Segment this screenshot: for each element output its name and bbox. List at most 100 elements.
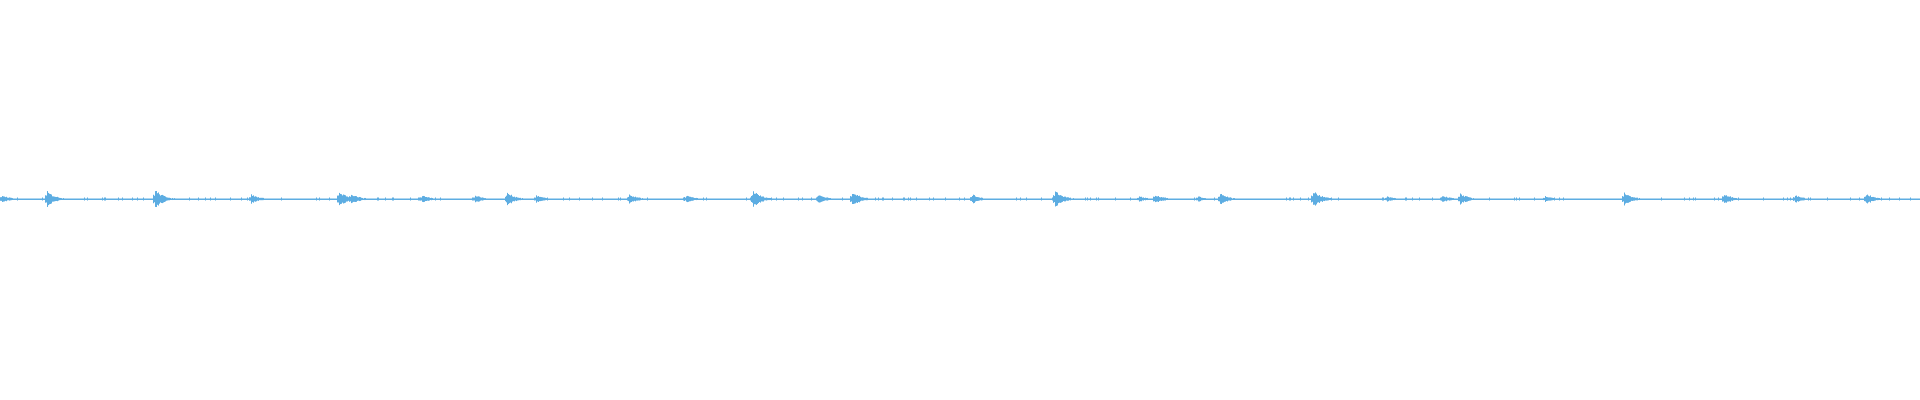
waveform-bar xyxy=(691,197,692,201)
waveform-bar xyxy=(1623,196,1624,202)
waveform-bar xyxy=(1878,197,1879,201)
waveform-bar xyxy=(1218,196,1219,202)
waveform-bar xyxy=(1391,197,1392,201)
waveform-bar xyxy=(770,197,771,201)
waveform-bar xyxy=(1055,191,1056,207)
waveform-bar xyxy=(1231,197,1232,201)
waveform-bar xyxy=(49,193,50,205)
waveform-bar xyxy=(137,197,138,201)
waveform-bar xyxy=(1419,197,1420,201)
waveform-bar xyxy=(1795,195,1796,203)
waveform-bar xyxy=(1728,196,1729,202)
waveform-bar xyxy=(542,197,543,201)
waveform-bar xyxy=(1798,196,1799,202)
waveform-bar xyxy=(757,194,758,204)
waveform-bar xyxy=(1879,198,1880,200)
waveform-bar xyxy=(516,196,517,202)
waveform-bar xyxy=(1060,195,1061,203)
waveform-bar xyxy=(695,198,696,200)
waveform-bar xyxy=(357,197,358,201)
waveform-bar xyxy=(694,197,695,201)
waveform-bar xyxy=(359,196,360,202)
waveform-bar xyxy=(1448,197,1449,201)
waveform-bar xyxy=(1470,197,1471,201)
waveform-bar xyxy=(1550,197,1551,201)
waveform-bar xyxy=(1554,197,1555,201)
waveform-bar xyxy=(4,196,5,202)
waveform-bar xyxy=(1628,195,1629,203)
waveform-bar xyxy=(1552,197,1553,201)
waveform-bar xyxy=(1725,195,1726,203)
waveform-bar xyxy=(48,192,49,206)
waveform-bar xyxy=(933,197,934,201)
waveform-bar xyxy=(1432,197,1433,201)
waveform-bar xyxy=(1877,197,1878,201)
waveform-bar xyxy=(1098,197,1099,201)
waveform-bar xyxy=(829,198,830,200)
waveform-bar xyxy=(440,197,441,201)
waveform-bar xyxy=(693,197,694,201)
waveform-bar xyxy=(84,197,85,201)
waveform-bar xyxy=(342,195,343,203)
waveform-bar xyxy=(690,196,691,202)
waveform-bar xyxy=(543,197,544,201)
waveform-bar xyxy=(1467,196,1468,202)
waveform-bar xyxy=(347,196,348,202)
waveform-bar xyxy=(859,195,860,203)
waveform-bar xyxy=(1227,196,1228,202)
waveform-bar xyxy=(976,196,977,202)
waveform-bar xyxy=(640,197,641,201)
waveform-bar xyxy=(160,195,161,203)
waveform-bar xyxy=(1156,196,1157,202)
waveform-bar xyxy=(316,197,317,201)
waveform-bar xyxy=(484,198,485,200)
waveform-bar xyxy=(692,197,693,201)
waveform-bar xyxy=(1140,196,1141,202)
waveform-bar xyxy=(1026,197,1027,201)
waveform-bar xyxy=(1020,197,1021,201)
waveform-bar xyxy=(1202,197,1203,201)
waveform-bar xyxy=(1198,196,1199,202)
waveform-bar xyxy=(351,194,352,204)
waveform-bar xyxy=(425,196,426,202)
waveform-bar xyxy=(172,197,173,201)
waveform-bar xyxy=(256,196,257,202)
waveform-bar xyxy=(1322,196,1323,202)
waveform-bar xyxy=(1727,196,1728,202)
waveform-bar xyxy=(1233,198,1234,200)
waveform-bar xyxy=(1634,197,1635,201)
waveform-bar xyxy=(56,197,57,201)
waveform-bar xyxy=(860,196,861,202)
waveform-bar xyxy=(1142,197,1143,201)
waveform-bar xyxy=(1869,196,1870,202)
waveform-bar xyxy=(1465,195,1466,203)
waveform-bar xyxy=(364,197,365,201)
waveform-bar xyxy=(42,197,43,201)
waveform-bar xyxy=(866,197,867,201)
waveform-bar xyxy=(1689,197,1690,201)
waveform-bar xyxy=(602,197,603,201)
waveform-bar xyxy=(858,196,859,202)
waveform-bar xyxy=(1200,196,1201,202)
waveform-bar xyxy=(483,197,484,201)
waveform-bar xyxy=(1633,197,1634,201)
waveform-bar xyxy=(1800,197,1801,201)
waveform-bar xyxy=(255,196,256,202)
waveform-bar xyxy=(477,196,478,202)
waveform-bar xyxy=(825,197,826,201)
waveform-bar xyxy=(545,197,546,201)
waveform-bar xyxy=(352,195,353,203)
waveform-bar xyxy=(875,197,876,201)
waveform-bar xyxy=(3,196,4,202)
waveform-bar xyxy=(1064,196,1065,202)
waveform-bar xyxy=(1889,197,1890,201)
waveform-bar xyxy=(765,197,766,201)
waveform-bar xyxy=(635,196,636,202)
waveform-bar xyxy=(750,197,751,201)
waveform-bar xyxy=(978,197,979,201)
waveform-bar xyxy=(1141,196,1142,202)
waveform-bar xyxy=(251,194,252,204)
waveform-bar xyxy=(1068,197,1069,201)
waveform-bar xyxy=(763,196,764,202)
